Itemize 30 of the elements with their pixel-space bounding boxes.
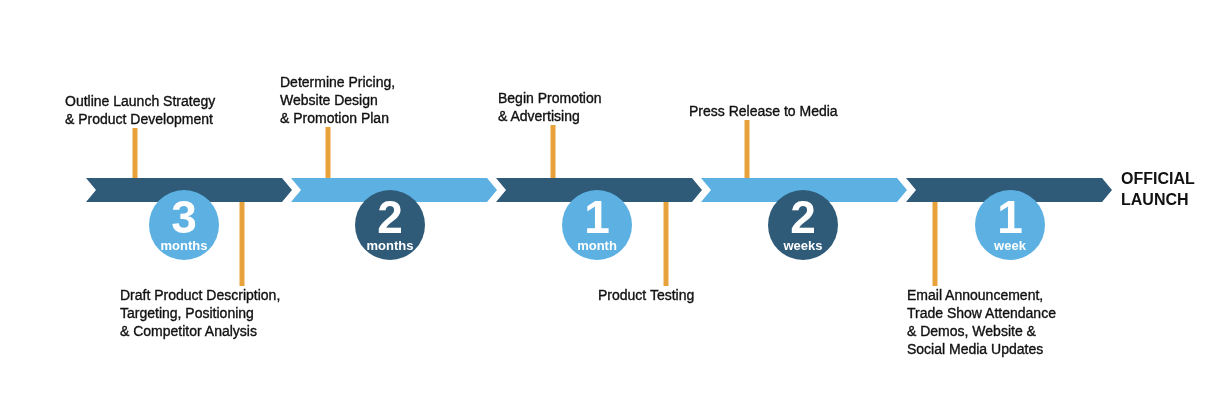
leader-line xyxy=(550,125,556,178)
milestone-label: Determine Pricing, Website Design & Promotion Plan xyxy=(280,73,396,127)
leader-line xyxy=(239,202,245,286)
leader-line xyxy=(744,120,750,178)
countdown-number: 1 xyxy=(997,197,1023,237)
countdown-number: 3 xyxy=(171,197,197,237)
countdown-number: 1 xyxy=(584,197,610,237)
timeline-segment xyxy=(86,178,292,202)
timeline-segment xyxy=(701,178,907,202)
milestone-label: Outline Launch Strategy & Product Development xyxy=(65,92,216,128)
leader-line xyxy=(932,202,938,286)
milestone-label: Draft Product Description, Targeting, Positioning & Competitor Analysis xyxy=(120,286,281,340)
timeline-segment xyxy=(291,178,497,202)
time-unit-label: week xyxy=(994,238,1026,253)
milestone-label: Begin Promotion & Advertising xyxy=(498,89,602,125)
time-unit-label: month xyxy=(577,238,617,253)
milestone-label: Product Testing xyxy=(598,286,695,304)
time-unit-label: months xyxy=(366,238,414,253)
leader-line xyxy=(325,127,331,178)
countdown-number: 2 xyxy=(377,197,403,237)
leader-line xyxy=(663,202,669,286)
milestone-label: Press Release to Media xyxy=(689,102,838,120)
countdown-number: 2 xyxy=(790,197,816,237)
timeline-segment xyxy=(496,178,702,202)
time-unit-label: weeks xyxy=(783,238,823,253)
leader-line xyxy=(132,128,138,178)
time-unit-label: months xyxy=(160,238,208,253)
milestone-label: Email Announcement, Trade Show Attendance & Demos, Website & Social Media Updates xyxy=(907,286,1056,358)
timeline-segment xyxy=(906,178,1112,202)
launch-label: OFFICIAL LAUNCH xyxy=(1121,169,1196,210)
